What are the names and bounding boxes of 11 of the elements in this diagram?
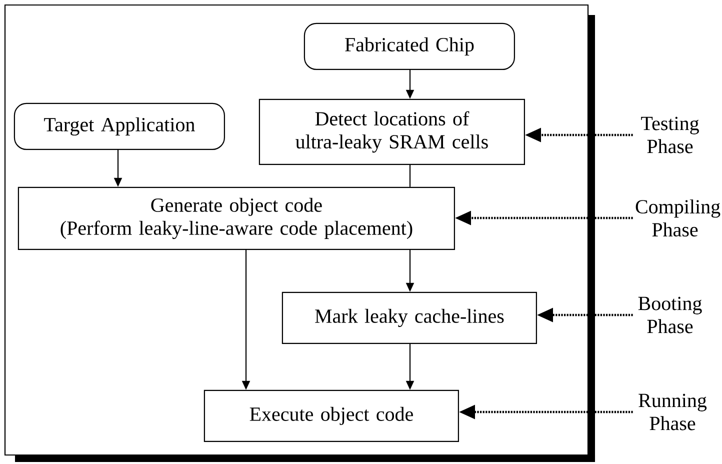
process-box: Generate object code (Perform leaky-line-aware code placement): [18, 186, 455, 250]
frame-box: [4, 4, 595, 462]
process-box: Mark leaky cache-lines: [282, 292, 537, 344]
phase-label: Booting Phase: [638, 296, 702, 334]
phase-label: Running Phase: [638, 394, 707, 430]
phase-label: Testing Phase: [641, 116, 699, 154]
process-box: Detect locations of ultra-leaky SRAM cells: [258, 98, 525, 165]
phase-label: Compiling Phase: [636, 199, 720, 237]
process-box: Execute object code: [204, 390, 459, 442]
rounded-box: Fabricated Chip: [304, 22, 515, 70]
rounded-box: Target Application: [14, 102, 225, 150]
